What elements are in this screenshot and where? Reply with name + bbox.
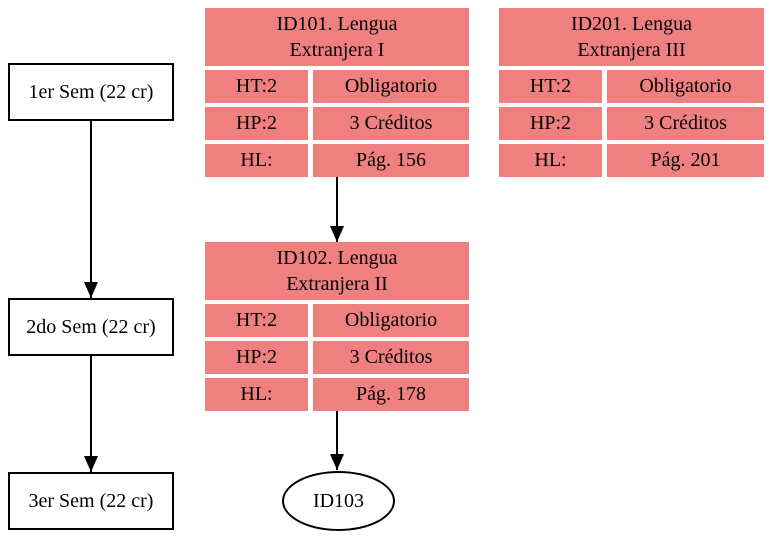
cell-ht-label: HT:2 xyxy=(205,70,308,103)
cell-hp-label: HP:2 xyxy=(205,341,308,374)
course-title-line: Extranjera III xyxy=(577,39,686,61)
course-node-id101: ID101. Lengua Extranjera I HT:2 Obligato… xyxy=(205,8,469,177)
edge-arrow-sem1-sem2 xyxy=(84,121,98,298)
cell-ht-label: HT:2 xyxy=(499,70,602,103)
cell-hl-label: HL: xyxy=(499,144,602,177)
cell-page: Pág. 178 xyxy=(313,378,469,411)
course-title-line: ID101. Lengua xyxy=(276,13,398,35)
semester-label: 2do Sem (22 cr) xyxy=(26,315,156,338)
cell-credits: 3 Créditos xyxy=(607,107,764,140)
cell-ht-label: HT:2 xyxy=(205,304,308,337)
cell-credits: 3 Créditos xyxy=(313,107,469,140)
node-label: ID103 xyxy=(312,489,365,512)
edge-arrow-sem2-sem3 xyxy=(84,356,98,472)
edge-arrow-id101-id102 xyxy=(330,177,344,242)
cell-hl-label: HL: xyxy=(205,144,308,177)
cell-page: Pág. 156 xyxy=(313,144,469,177)
course-header: ID102. Lengua Extranjera II xyxy=(205,242,469,300)
cell-course-type: Obligatorio xyxy=(607,70,764,103)
cell-hl-label: HL: xyxy=(205,378,308,411)
course-node-id102: ID102. Lengua Extranjera II HT:2 Obligat… xyxy=(205,242,469,411)
cell-credits: 3 Créditos xyxy=(313,341,469,374)
semester-node-1er: 1er Sem (22 cr) xyxy=(8,63,174,121)
cell-hp-label: HP:2 xyxy=(205,107,308,140)
semester-node-2do: 2do Sem (22 cr) xyxy=(8,298,174,356)
course-node-id103: ID103 xyxy=(282,471,395,531)
cell-course-type: Obligatorio xyxy=(313,70,469,103)
course-header: ID101. Lengua Extranjera I xyxy=(205,8,469,66)
course-title-line: Extranjera II xyxy=(286,273,388,295)
edge-arrow-id102-id103 xyxy=(330,411,344,470)
course-node-id201: ID201. Lengua Extranjera III HT:2 Obliga… xyxy=(499,8,764,177)
course-title-line: ID102. Lengua xyxy=(276,247,398,269)
course-title-line: ID201. Lengua xyxy=(570,13,693,35)
semester-label: 1er Sem (22 cr) xyxy=(28,80,154,103)
cell-course-type: Obligatorio xyxy=(313,304,469,337)
course-header: ID201. Lengua Extranjera III xyxy=(499,8,764,66)
course-title-line: Extranjera I xyxy=(289,39,385,61)
cell-page: Pág. 201 xyxy=(607,144,764,177)
cell-hp-label: HP:2 xyxy=(499,107,602,140)
semester-label: 3er Sem (22 cr) xyxy=(28,489,154,512)
semester-node-3er: 3er Sem (22 cr) xyxy=(8,472,174,530)
